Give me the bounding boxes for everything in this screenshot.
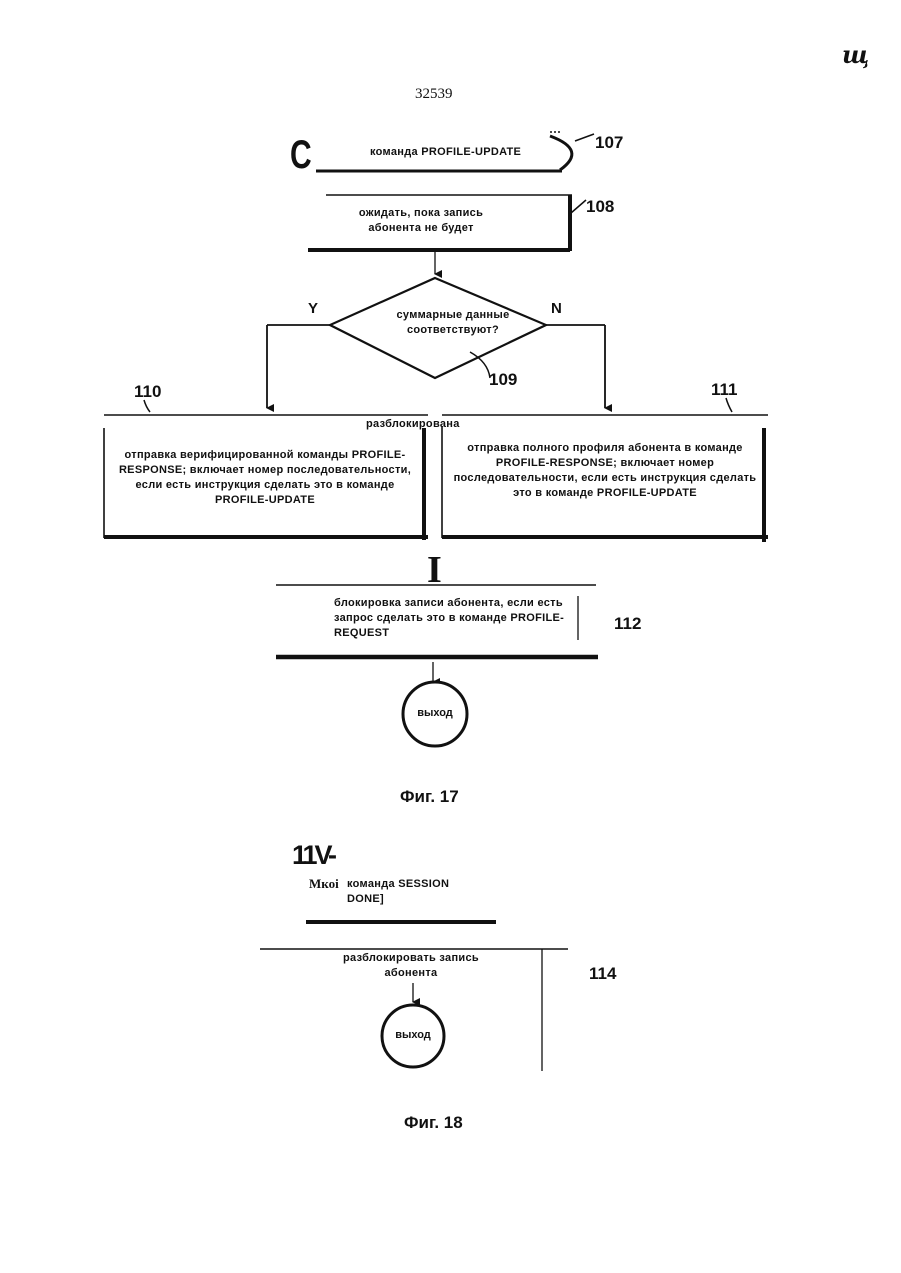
lock-label: блокировка записи абонента, если есть за… [334,596,570,641]
exit-label-17: выход [403,707,467,719]
exit-label-18: выход [381,1029,445,1041]
decision-label: суммарные данные соответствуют? [378,308,528,338]
unlocked-label: разблокирована [366,417,460,432]
ref-107: 107 [595,133,623,153]
no-label: N [551,300,562,317]
ref-108: 108 [586,197,614,217]
ref-110: 110 [134,382,161,402]
figure-17-caption: Фиг. 17 [400,787,459,807]
document-number: 32539 [415,86,453,103]
start-letter: C [290,133,312,178]
ref-109: 109 [489,370,517,390]
corner-mark: щ [842,40,869,69]
unlock-label: разблокировать запись абонента [316,951,506,981]
session-start-label: команда SESSION DONE] [347,877,473,907]
merge-mark: I [427,548,442,592]
left-box-text: отправка верифицированной команды PROFIL… [110,448,420,508]
no-branch-line [546,325,605,408]
start-label: команда PROFILE-UPDATE [370,145,521,160]
figure-18-caption: Фиг. 18 [404,1113,463,1133]
yes-branch-line [267,325,330,408]
yes-label: Y [308,300,318,317]
ref-111: 111 [711,380,738,400]
ref-112: 112 [614,614,641,634]
session-start-prefix: Мкоі [309,876,339,892]
wait-label: ожидать, пока запись абонента не будет [336,206,506,236]
right-box-text: отправка полного профиля абонента в кома… [450,441,760,501]
ref-114: 114 [589,964,616,984]
ref-113: 11V- [292,840,334,871]
